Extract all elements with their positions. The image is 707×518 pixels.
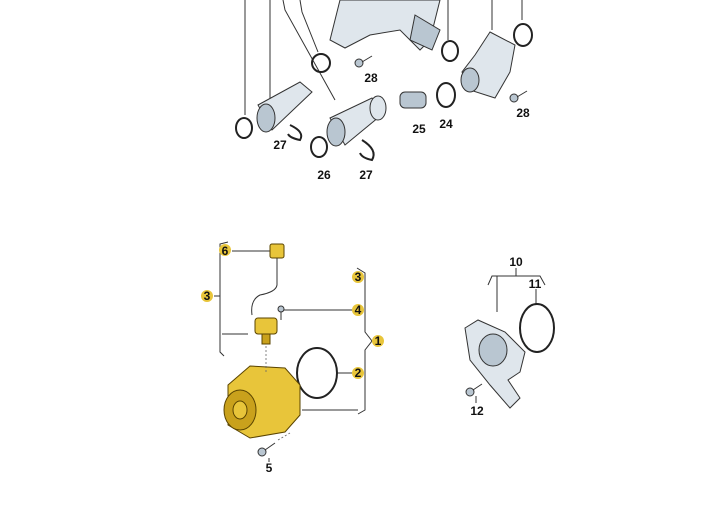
thermostat-icon	[399, 91, 427, 109]
bolt-icon	[465, 383, 483, 403]
callout-6: 6	[222, 244, 229, 258]
callout-3: 3	[204, 289, 211, 303]
callout-1: 1	[375, 334, 382, 348]
coolant-pipe	[256, 81, 313, 133]
callout-2: 2	[355, 366, 362, 380]
callout-28: 28	[364, 71, 378, 85]
connector-plug	[251, 243, 285, 316]
screw-icon	[354, 55, 373, 68]
o-ring	[311, 53, 331, 73]
callout-26: 26	[317, 168, 331, 182]
screw-icon	[509, 90, 528, 103]
callout-27: 27	[359, 168, 373, 182]
callout-5: 5	[266, 461, 273, 475]
seal-ring	[296, 347, 338, 399]
coolant-pipe	[326, 95, 387, 147]
bolt-icon	[277, 305, 285, 320]
coolant-flange	[464, 319, 526, 409]
o-ring	[436, 82, 456, 108]
clip	[359, 139, 375, 162]
o-ring	[310, 136, 328, 158]
callout-3: 3	[355, 270, 362, 284]
o-ring	[513, 23, 533, 47]
flange-seal	[519, 303, 555, 353]
o-ring	[441, 40, 459, 62]
callout-10: 10	[509, 255, 523, 269]
coolant-flange-assembly: 10 11 12	[464, 255, 555, 418]
callout-24: 24	[439, 117, 453, 131]
bolt-icon	[257, 442, 276, 457]
callout-25: 25	[412, 122, 426, 136]
callout-12: 12	[470, 404, 484, 418]
upper-assembly: 28 28 25 24 27 26 27	[235, 0, 533, 182]
vacuum-pump-assembly: 6 3 3 4 1 2 5	[201, 241, 384, 475]
callout-4: 4	[355, 303, 362, 317]
outlet-flange	[460, 31, 516, 99]
o-ring	[235, 117, 253, 139]
callout-27: 27	[273, 138, 287, 152]
callout-28: 28	[516, 106, 530, 120]
solenoid-valve	[254, 317, 278, 345]
clip	[287, 124, 303, 142]
vacuum-pump	[223, 365, 301, 439]
callout-11: 11	[529, 277, 542, 291]
thermostat-housing	[329, 0, 441, 51]
